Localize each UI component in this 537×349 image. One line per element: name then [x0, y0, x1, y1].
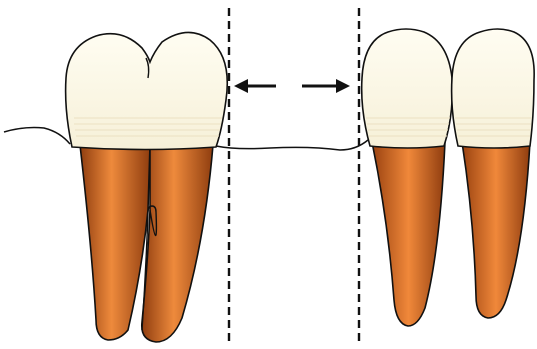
right-premolar-1: [362, 29, 453, 326]
right-premolar-2-root: [462, 142, 530, 318]
left-molar-mesial-root: [80, 145, 150, 340]
right-premolar-1-root: [372, 142, 445, 326]
left-molar: [66, 32, 228, 342]
right-premolar-2: [452, 29, 535, 318]
left-molar-distal-root: [142, 145, 213, 342]
left-arrow-icon: [234, 79, 276, 93]
right-arrow-icon: [302, 79, 350, 93]
left-molar-crown: [66, 32, 228, 149]
